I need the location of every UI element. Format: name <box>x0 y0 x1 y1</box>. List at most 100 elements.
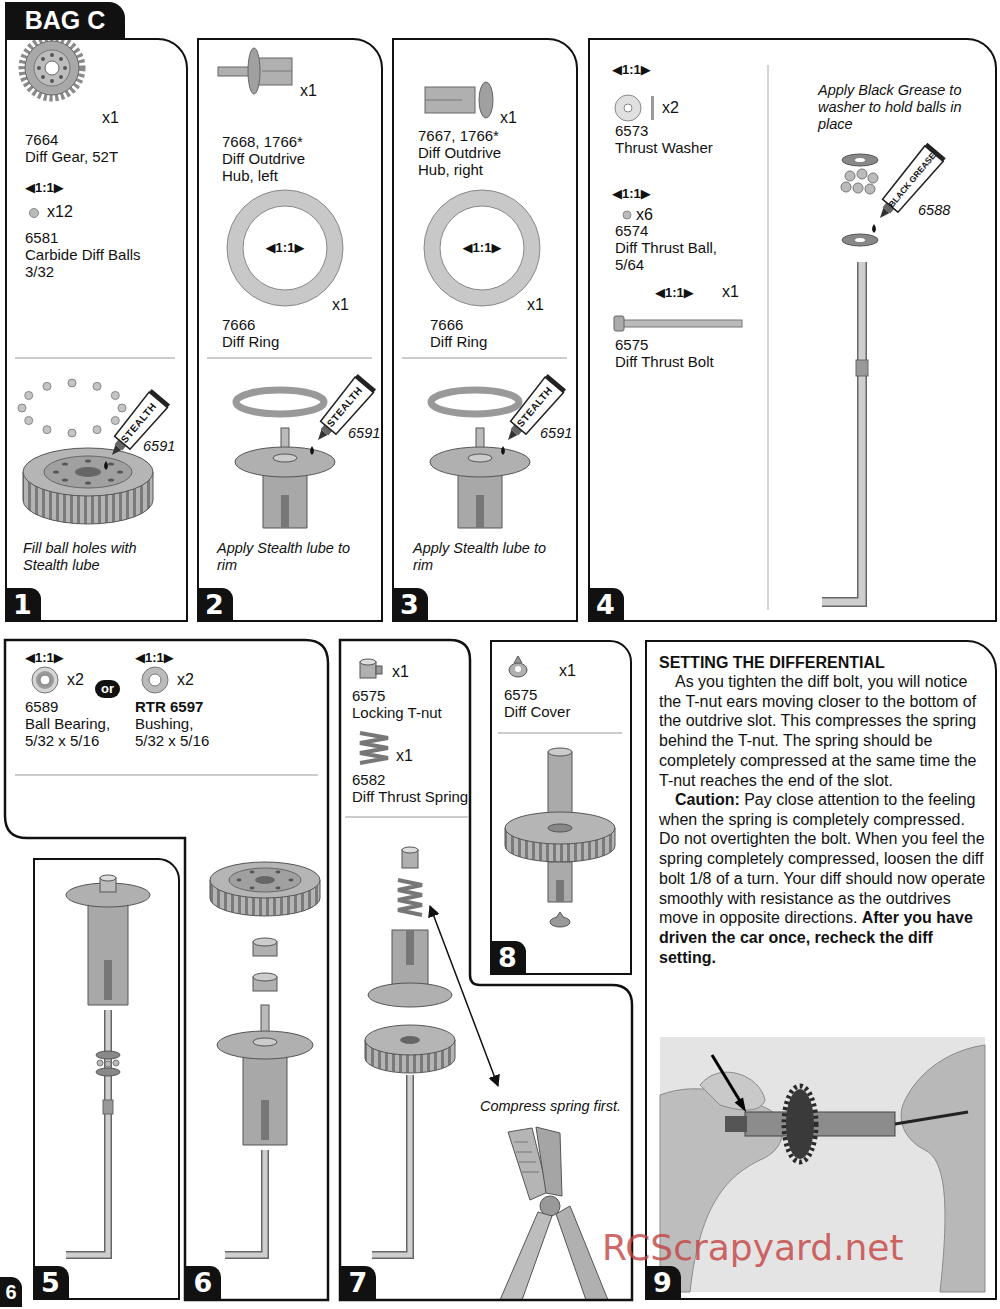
quantity: x2 <box>177 671 194 689</box>
diff-gear <box>255 876 275 884</box>
note: 6591 <box>540 425 572 442</box>
thrust-bolt <box>225 1150 265 1255</box>
quantity: x2 <box>662 99 679 117</box>
ball-icon <box>623 211 631 219</box>
text-slot: 6591 <box>348 425 380 442</box>
diff-gear <box>117 470 123 473</box>
diff-ring-icon <box>227 190 343 306</box>
lube-drop <box>104 461 108 470</box>
divider <box>15 358 175 359</box>
thrust-balls <box>868 173 878 183</box>
text-slot: 4 <box>588 588 624 622</box>
diff-ring-icon <box>440 206 524 290</box>
text-slot: 6574 <box>615 222 648 239</box>
thrust-bolt-icon <box>618 320 742 327</box>
thrust-washer-icon <box>615 95 654 121</box>
part-label: 7667, 1766* <box>418 127 499 144</box>
bushing-icon <box>142 667 168 693</box>
diff-ring-icon <box>424 190 540 306</box>
text-slot: 6 <box>0 1277 22 1307</box>
tube-label: BLACK GREASE <box>886 151 937 210</box>
outdrive-hub <box>66 875 150 1005</box>
text-slot: Apply Black Grease to washer to hold bal… <box>818 82 986 133</box>
ball-ring <box>18 404 26 412</box>
diff-ring <box>236 390 324 414</box>
text-slot: 5 <box>33 1266 69 1300</box>
text-slot: 6581 <box>25 229 58 246</box>
note: 6591 <box>143 438 175 455</box>
bearing-icon <box>32 667 58 693</box>
thrust-washer-icon <box>624 104 632 112</box>
part-label: Locking T-nut <box>352 704 442 721</box>
outdrive-hub <box>468 454 492 462</box>
diff-cover <box>550 912 570 927</box>
thrust-bolt <box>372 1075 410 1255</box>
part-label: 6581 <box>25 229 58 246</box>
step-number: 4 <box>588 588 624 622</box>
text-slot: x1 <box>332 296 349 314</box>
grease-drop <box>872 224 876 233</box>
text-slot: BAG C <box>5 2 125 38</box>
ball-ring <box>25 417 33 425</box>
thrust-bolt <box>225 1150 265 1255</box>
diff-gear-icon <box>59 57 63 61</box>
text-slot: RCScrapyard.net <box>602 1228 904 1268</box>
text-slot: 6 <box>185 1266 221 1300</box>
t-nut-icon <box>376 666 382 674</box>
page-number: 6 <box>0 1277 22 1307</box>
bearing-icon <box>32 667 58 693</box>
thrust-bolt <box>225 1150 265 1255</box>
quantity: x1 <box>559 662 576 680</box>
ball-ring <box>68 379 76 387</box>
outdrive-hub-icon <box>425 100 462 101</box>
quantity: x2 <box>67 671 84 689</box>
heading: SETTING THE DIFFERENTIAL <box>659 653 885 672</box>
part-label: Diff Thrust Bolt <box>615 353 714 370</box>
diff-gear-icon <box>22 38 82 98</box>
diff-cover <box>550 917 570 927</box>
tube-label: STEALTH <box>515 384 556 429</box>
thrust-bolt <box>372 1075 410 1255</box>
part-label: 6573 <box>615 122 648 139</box>
step-number: 2 <box>197 588 233 622</box>
part-label: Bushing, 5/32 x 5/16 <box>135 715 220 749</box>
ball-icon <box>30 209 39 218</box>
photo <box>745 1112 895 1136</box>
thrust-bolt <box>96 1068 120 1076</box>
part-label: 7668, 1766* <box>222 133 303 150</box>
ball-ring <box>18 379 126 437</box>
step-panel: x17668, 1766*Diff Outdrive Hub, left◀1:1… <box>197 38 383 622</box>
diff-gear <box>365 1025 455 1073</box>
text-slot: 6589 <box>25 698 58 715</box>
text-slot: As you tighten the diff bolt, you will n… <box>659 672 987 790</box>
paragraph: As you tighten the diff bolt, you will n… <box>659 672 987 790</box>
ball-icon <box>30 209 39 218</box>
scale-mark: ◀1:1▶ <box>612 62 651 78</box>
ball-ring <box>43 426 51 434</box>
text-slot: Diff Gear, 52T <box>25 148 118 165</box>
part-label: 6582 <box>352 771 385 788</box>
outdrive-hub <box>88 898 128 1005</box>
text-slot: 1 <box>5 588 41 622</box>
tube-label: STEALTH <box>325 384 366 429</box>
t-nut-icon <box>360 659 376 665</box>
note: 6591 <box>348 425 380 442</box>
text-slot: ◀1:1▶ <box>266 240 305 256</box>
diff-cover-icon <box>514 656 522 663</box>
thrust-bolt <box>856 360 868 376</box>
diff-gear <box>75 467 101 477</box>
pliers <box>514 1142 539 1172</box>
text-slot: 7666 <box>430 316 463 333</box>
text-slot: x2 <box>177 671 194 689</box>
text-slot: Diff Thrust Bolt <box>615 353 714 370</box>
thrust-bolt <box>105 1061 111 1067</box>
quantity: x1 <box>332 296 349 314</box>
text-slot: Apply Stealth lube to rim <box>413 540 558 574</box>
paragraph-run: Pay close attention to the feeling when … <box>659 791 985 926</box>
ball-ring <box>93 426 101 434</box>
diff-gear <box>548 824 572 832</box>
text-slot: Diff Ring <box>222 333 279 350</box>
paragraph-run: Caution: <box>675 791 740 808</box>
divider <box>207 358 372 359</box>
diff-gear <box>237 879 242 882</box>
